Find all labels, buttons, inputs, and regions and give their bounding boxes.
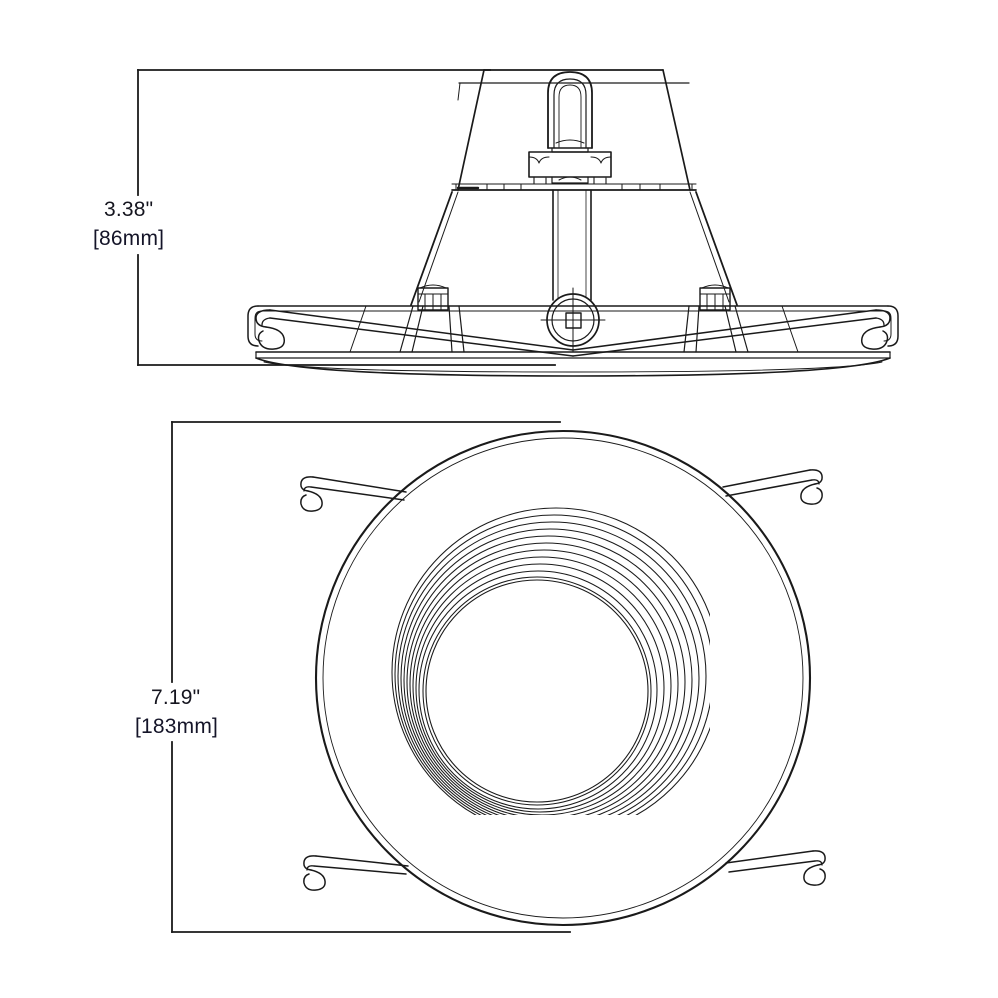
center-hub — [540, 287, 606, 353]
height-dimension-millimeters: [86mm] — [93, 227, 164, 250]
diameter-dimension — [171, 421, 571, 933]
diameter-dimension-inches: 7.19" — [151, 686, 200, 709]
flange-ribs — [349, 305, 799, 353]
diameter-dimension-millimeters: [183mm] — [135, 715, 218, 738]
torsion-spring-clip-side-right — [572, 309, 891, 357]
bottom-plan-view — [300, 429, 826, 927]
torsion-spring-clip-plan-nw — [300, 476, 407, 512]
side-elevation-view — [247, 69, 899, 377]
clip-mount-right — [699, 284, 731, 311]
conical-housing — [410, 191, 738, 306]
center-stem — [552, 189, 592, 301]
height-dimension — [137, 69, 556, 366]
light-aperture — [425, 579, 649, 803]
clip-mount-left — [417, 284, 449, 311]
height-dimension-inches: 3.38" — [104, 198, 153, 221]
torsion-spring-clip-plan-sw — [303, 855, 409, 891]
housing-ledge — [451, 183, 697, 191]
torsion-spring-clip-side-left — [255, 309, 574, 357]
hanger-hook — [547, 71, 593, 153]
trim-flange — [247, 305, 899, 377]
torsion-spring-clip-plan-ne — [722, 469, 823, 505]
trim-flange-outline — [314, 429, 812, 927]
junction-box — [451, 69, 697, 191]
torsion-spring-clip-plan-se — [725, 850, 826, 886]
concentric-baffle-rings — [391, 507, 710, 815]
